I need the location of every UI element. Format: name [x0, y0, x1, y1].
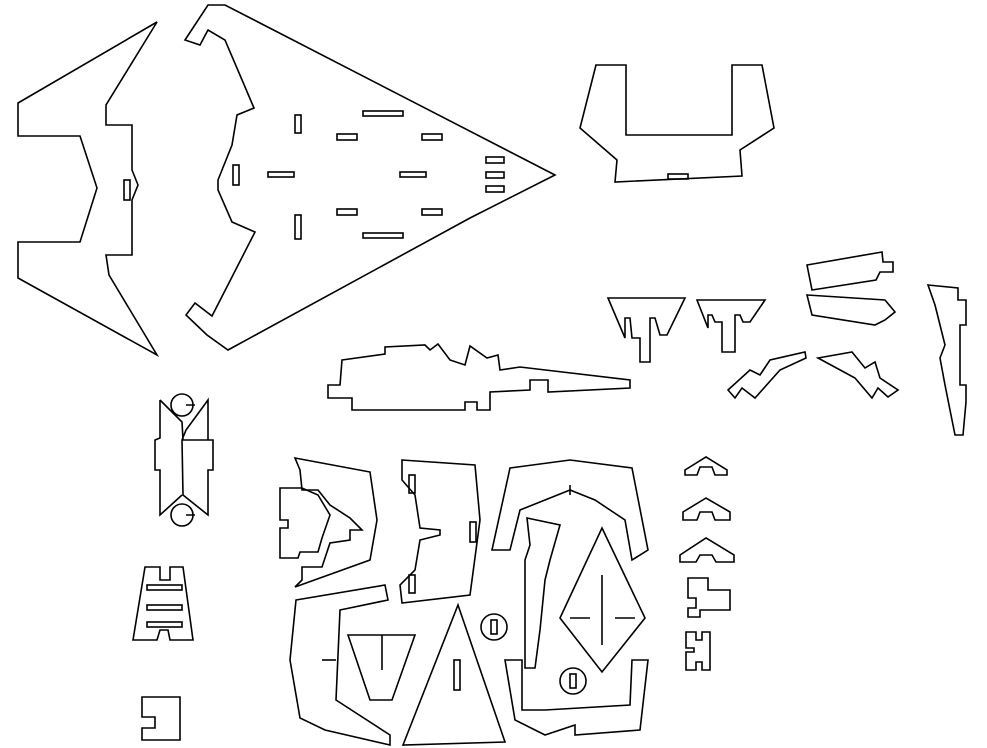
body-slot	[421, 133, 443, 141]
left-side-panel	[17, 21, 160, 358]
body-slot	[362, 232, 404, 239]
fin-slot	[453, 659, 461, 691]
body-slot	[336, 208, 358, 216]
stand-slot	[146, 604, 183, 611]
disc-left	[480, 613, 508, 641]
curved-rib	[289, 584, 391, 747]
body-slot	[485, 185, 505, 193]
triangle-brace	[346, 634, 417, 701]
frame-slot	[408, 574, 416, 594]
tail-fin-right	[695, 299, 767, 353]
cockpit-frame	[491, 459, 649, 674]
lower-shroud	[504, 659, 649, 736]
arrow-clip-1	[684, 456, 728, 476]
forward-frame	[279, 456, 378, 588]
winglet-right	[815, 351, 900, 400]
disc-right	[559, 667, 587, 695]
arrow-clip-3	[679, 537, 735, 563]
fuselage-spine	[327, 342, 631, 411]
fin-triangle	[401, 602, 507, 746]
body-slot	[294, 114, 302, 134]
stand-slot	[146, 621, 183, 628]
small-clip-left	[141, 696, 181, 741]
vertical-rudder	[926, 284, 967, 436]
main-body-plate	[183, 4, 557, 351]
middle-frame	[399, 459, 481, 604]
body-slot	[399, 171, 427, 178]
frame-slot	[408, 474, 416, 494]
block-clip	[687, 577, 731, 618]
frame-slot	[469, 521, 477, 543]
body-slot	[336, 133, 358, 141]
small-h-clip	[685, 631, 711, 671]
body-slot	[267, 171, 295, 178]
stand-slot	[146, 584, 183, 591]
body-slot	[362, 110, 404, 117]
body-slot	[485, 171, 505, 179]
body-slot	[232, 164, 240, 186]
strake-top	[806, 251, 894, 291]
panel-slot	[123, 179, 131, 201]
body-slot	[294, 214, 302, 240]
hourglass-connector	[154, 393, 214, 527]
body-slot	[485, 156, 505, 164]
arrow-clip-2	[682, 497, 731, 521]
u-part-slot	[667, 173, 689, 180]
u-shaped-part	[579, 64, 775, 183]
strake-bottom	[805, 294, 897, 326]
stand-ladder	[132, 566, 194, 641]
body-slot	[421, 208, 443, 216]
winglet-left	[726, 351, 807, 400]
tail-fin-left	[606, 297, 687, 363]
